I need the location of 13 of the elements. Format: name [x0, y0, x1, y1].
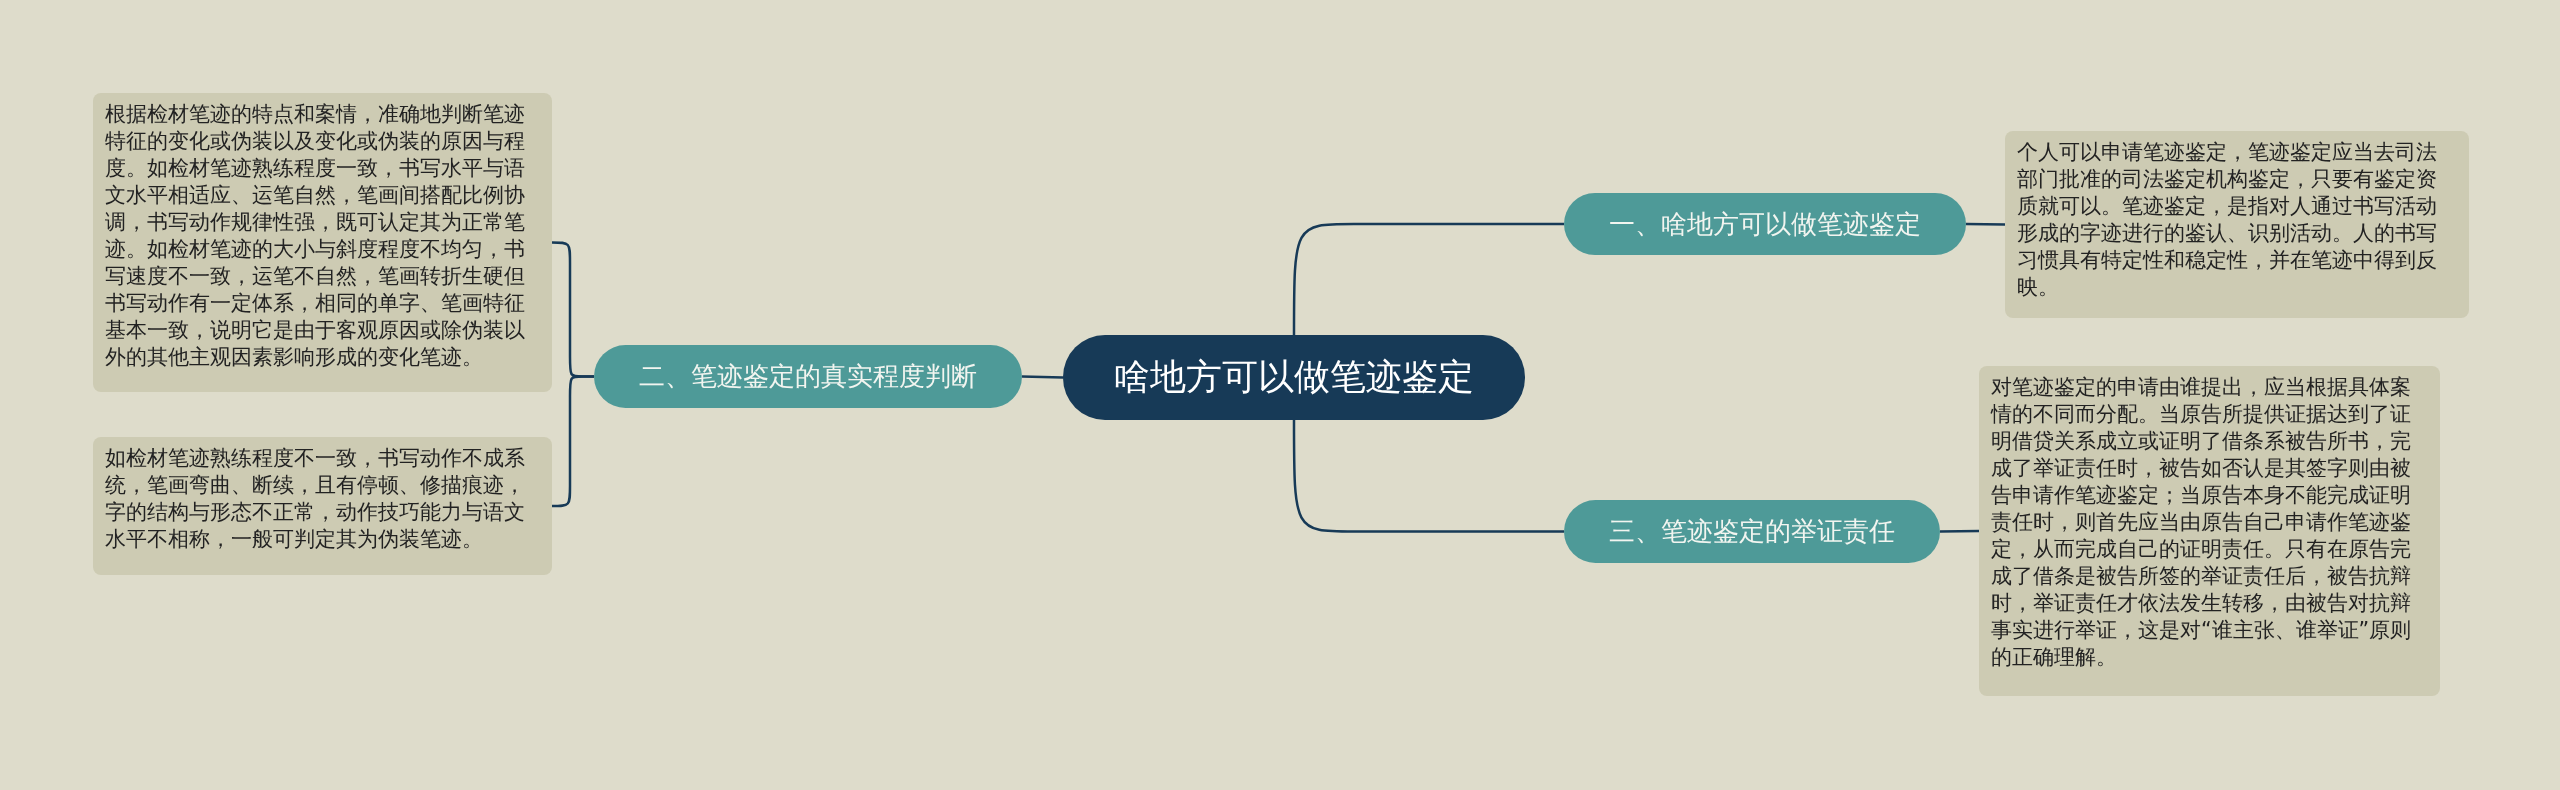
connector-line	[1966, 222, 2005, 226]
connector-line	[1021, 375, 1064, 379]
note-card: 个人可以申请笔迹鉴定，笔迹鉴定应当去司法部门批准的司法鉴定机构鉴定，只要有鉴定资质就可以。笔迹鉴定，是指对人通过书写活动形成的字迹进行的鉴认、识别活动。人的书写习惯具有特定性和稳定性，并在笔迹中得到反映。	[2005, 131, 2469, 318]
branch-topic: 二、笔迹鉴定的真实程度判断	[594, 345, 1022, 408]
note-card: 如检材笔迹熟练程度不一致，书写动作不成系统，笔画弯曲、断续，且有停顿、修描痕迹，字的结构与形态不正常，动作技巧能力与语文水平不相称，一般可判定其为伪装笔迹。	[93, 437, 552, 575]
central-topic: 啥地方可以做笔迹鉴定	[1063, 335, 1525, 420]
connector-line	[1292, 222, 1564, 335]
branch-topic: 一、啥地方可以做笔迹鉴定	[1564, 193, 1966, 255]
connector-line	[1292, 420, 1564, 533]
connector-line	[1940, 529, 1979, 533]
note-card: 对笔迹鉴定的申请由谁提出，应当根据具体案情的不同而分配。当原告所提供证据达到了证明借贷关系成立或证明了借条系被告所书，完成了举证责任时，被告如否认是其签字则由被告申请作笔迹鉴定；当原告本身不能完成证明责任时，则首先应当由原告自己申请作笔迹鉴定，从而完成自己的证明责任。只有在原告完成了借条是被告所签的举证责任后，被告抗辩时，举证责任才依法发生转移，由被告对抗辩事实进行举证，这是对“谁主张、谁举证”原则的正确理解。	[1979, 366, 2440, 696]
note-card: 根据检材笔迹的特点和案情，准确地判断笔迹特征的变化或伪装以及变化或伪装的原因与程度。如检材笔迹熟练程度一致，书写水平与语文水平相适应、运笔自然，笔画间搭配比例协调，书写动作规律性强，既可认定其为正常笔迹。如检材笔迹的大小与斜度程度不均匀，书写速度不一致，运笔不自然，笔画转折生硬但书写动作有一定体系，相同的单字、笔画特征基本一致，说明它是由于客观原因或除伪装以外的其他主观因素影响形成的变化笔迹。	[93, 93, 552, 392]
branch-topic: 三、笔迹鉴定的举证责任	[1564, 500, 1940, 563]
